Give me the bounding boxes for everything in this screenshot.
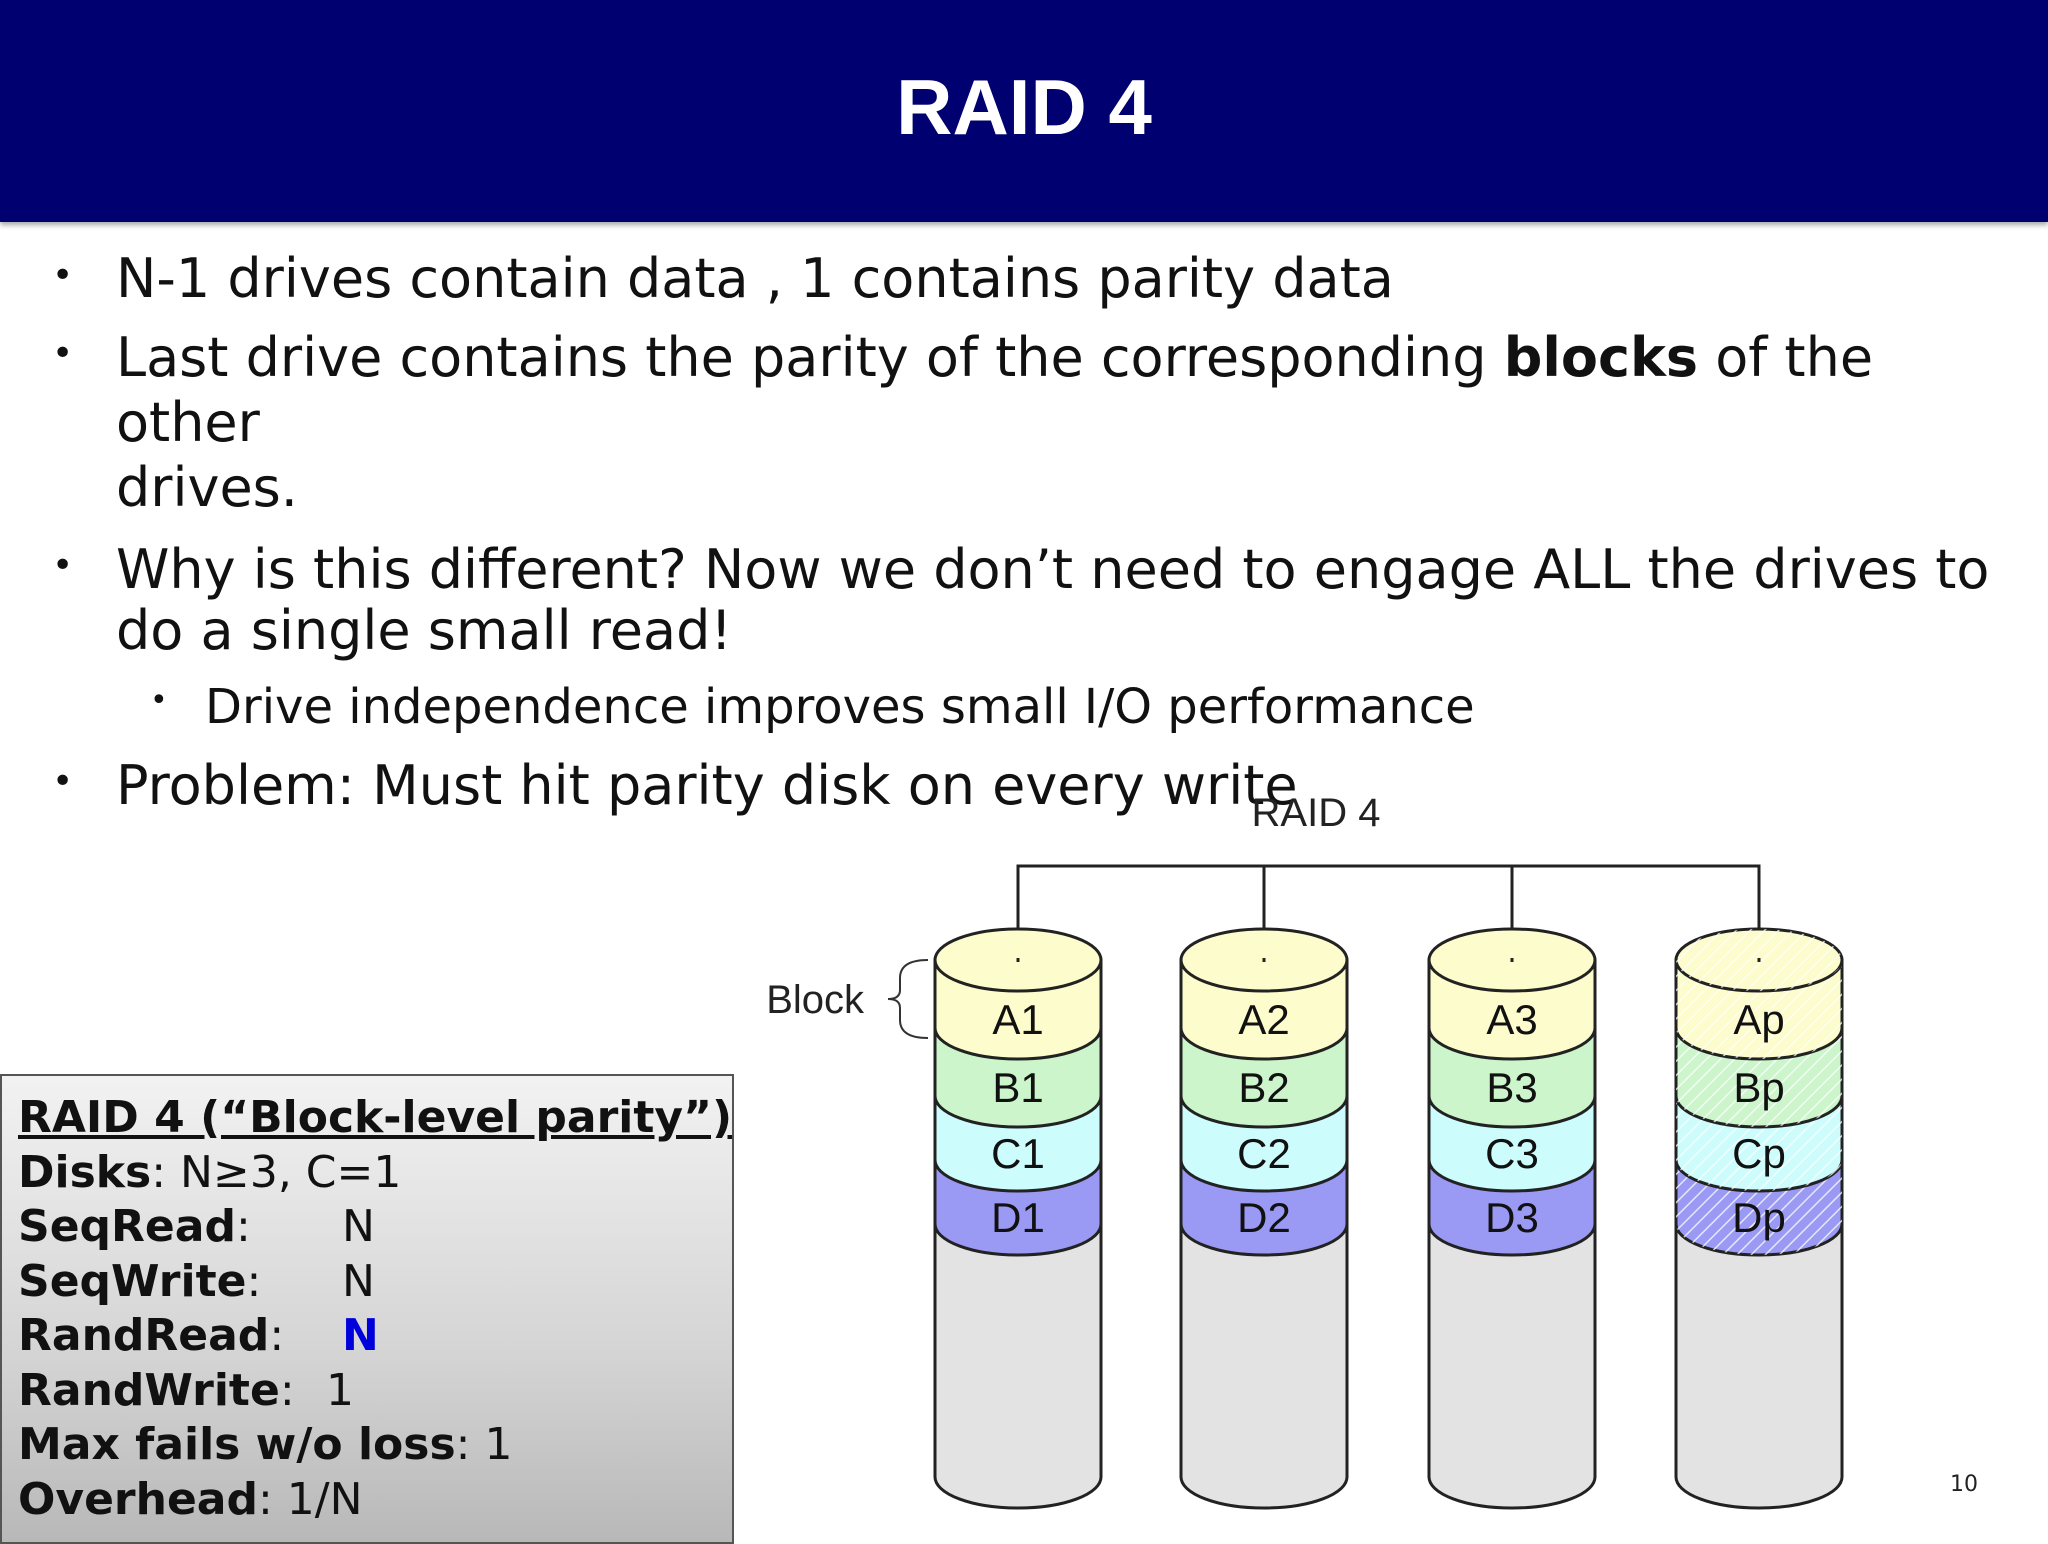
bullet-4: Problem: Must hit parity disk on every w…	[116, 754, 1298, 817]
block-label-dp: Dp	[1732, 1194, 1786, 1241]
bullet-dot: •	[52, 255, 74, 296]
block-label-b3: B3	[1486, 1064, 1537, 1111]
bullet-1: N-1 drives contain data , 1 contains par…	[116, 247, 1394, 310]
stats-disks: Disks: N≥3, C=1	[18, 1147, 402, 1198]
bullet-dot: •	[52, 545, 74, 586]
block-label-c3: C3	[1485, 1130, 1539, 1177]
block-label-a3: A3	[1486, 996, 1537, 1043]
page-number: 10	[1950, 1472, 1978, 1497]
block-label-b2: B2	[1238, 1064, 1289, 1111]
block-label-a1: A1	[992, 996, 1043, 1043]
block-label-c1: C1	[991, 1130, 1045, 1177]
block-label-bp: Bp	[1733, 1064, 1784, 1111]
bullet-2-line-2: other	[116, 391, 260, 454]
sub-bullet-1: Drive independence improves small I/O pe…	[205, 679, 1475, 735]
bullet-dot: •	[52, 761, 74, 802]
block-label-cp: Cp	[1732, 1130, 1786, 1177]
block-label-a2: A2	[1238, 996, 1289, 1043]
bullet-2: Last drive contains the parity of the co…	[116, 325, 1873, 390]
block-brace	[887, 959, 929, 1039]
slide-title: RAID 4	[896, 63, 1152, 151]
stats-randwrite: RandWrite:1	[18, 1365, 354, 1416]
title-bar: RAID 4	[0, 0, 2048, 222]
bullet-2-text: Last drive contains the parity of the co…	[116, 326, 1504, 389]
stats-seqread: SeqRead:N	[18, 1201, 375, 1252]
block-label: Block	[766, 978, 865, 1022]
block-label-c2: C2	[1237, 1130, 1291, 1177]
bullet-3-line-1: Why is this different? Now we don’t need…	[116, 538, 1990, 601]
bullet-2-line-3: drives.	[116, 456, 298, 519]
controller-bus	[1016, 864, 1761, 960]
stats-overhead: Overhead: 1/N	[18, 1474, 363, 1525]
sub-bullet-dot: •	[150, 683, 168, 718]
bullet-2-text-end: of the	[1698, 326, 1874, 389]
block-label-ap: Ap	[1733, 996, 1784, 1043]
randread-highlight: N	[342, 1310, 379, 1361]
bus-line	[1016, 864, 1761, 960]
block-label-d1: D1	[991, 1194, 1045, 1241]
raid-stats-box: RAID 4 (“Block-level parity”) Disks: N≥3…	[0, 1074, 734, 1544]
stats-seqwrite: SeqWrite:N	[18, 1256, 375, 1307]
bullet-dot: •	[52, 333, 74, 374]
block-label-d2: D2	[1237, 1194, 1291, 1241]
bullet-3-line-2: do a single small read!	[116, 599, 733, 662]
stats-heading: RAID 4 (“Block-level parity”)	[18, 1092, 733, 1143]
diagram-title: RAID 4	[1252, 791, 1381, 835]
block-label-b1: B1	[992, 1064, 1043, 1111]
stats-randread: RandRead:N	[18, 1309, 718, 1364]
block-label-d3: D3	[1485, 1194, 1539, 1241]
stats-maxfails: Max fails w/o loss: 1	[18, 1419, 513, 1470]
bullet-2-bold: blocks	[1503, 326, 1699, 389]
